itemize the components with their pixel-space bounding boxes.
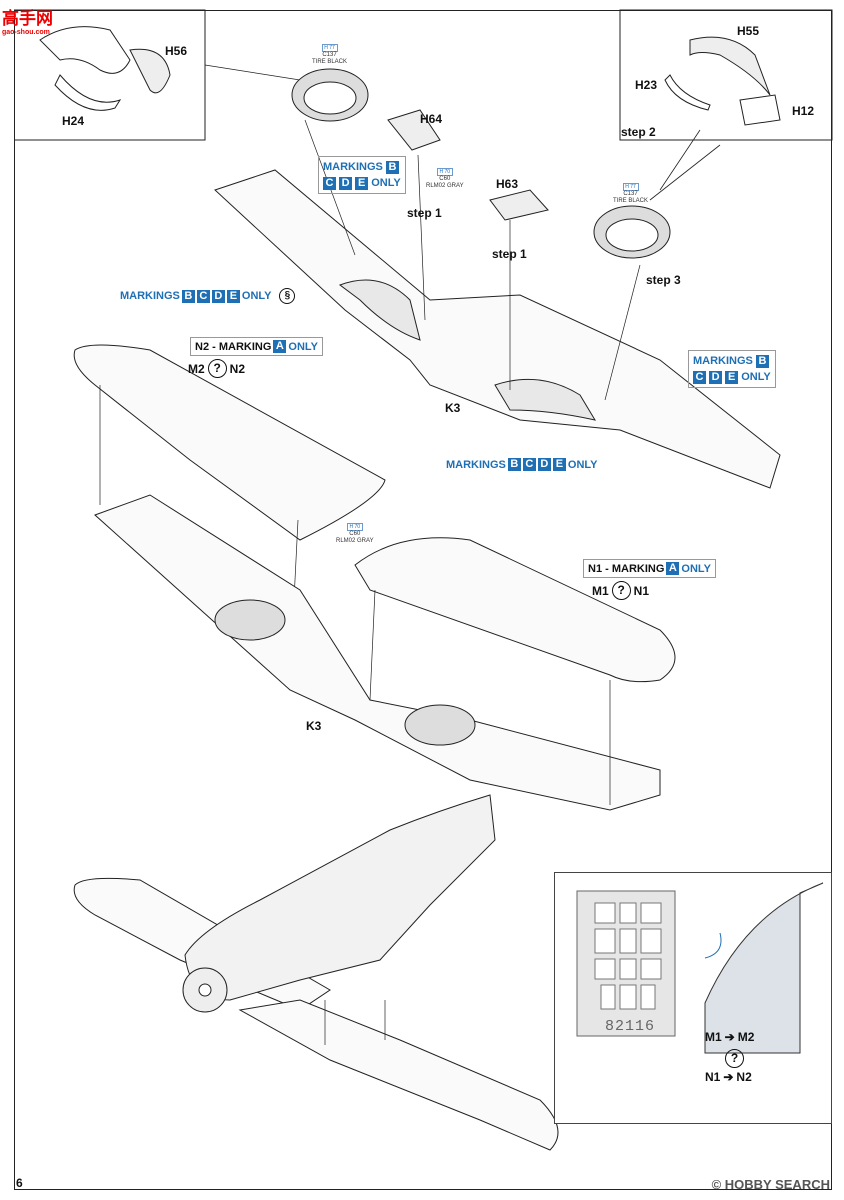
option-m1-m2: M1➔M2 (705, 1030, 755, 1044)
part-h55 (689, 36, 771, 96)
part-h23 (664, 74, 711, 111)
page-frame (14, 10, 832, 1190)
part-h56b (129, 48, 171, 94)
photoetch-inset (554, 872, 832, 1124)
markings-bcde-right: MARKINGS B C D E ONLY (688, 350, 776, 388)
part-h63 (489, 189, 549, 221)
part-h64 (387, 109, 441, 151)
photoetch-drawing (576, 882, 824, 1054)
label-h64: H64 (420, 112, 443, 126)
inset-box-top-right (619, 9, 833, 141)
label-h63: H63 (496, 177, 519, 191)
option-m2-n2: M2?N2 (188, 359, 245, 378)
paint-tire-black-right: H 77 C137 TIRE BLACK (613, 183, 649, 204)
paint-rlm02-mid: H 70 C60 RLM02 GRAY (336, 523, 374, 544)
part-h56 (39, 26, 131, 74)
watermark: © HOBBY SEARCH (711, 1177, 830, 1192)
page-number: 6 (16, 1176, 23, 1190)
option-n1-n2: N1➔N2 (705, 1070, 752, 1084)
label-step3: step 3 (646, 273, 681, 287)
markings-bcde-left: MARKINGS B C D E ONLY § (120, 288, 296, 304)
label-k3-bottom: K3 (306, 719, 322, 733)
inset-box-top-left (14, 9, 206, 141)
part-h24 (54, 74, 122, 111)
marking-n1-a: N1 - MARKING A ONLY (583, 559, 716, 578)
site-logo: 高手网 gao-shou.com (2, 9, 53, 36)
aircraft-wing-lower (238, 999, 559, 1151)
label-step2: step 2 (621, 125, 656, 139)
paint-tire-black-top: H 77 C137 TIRE BLACK (312, 44, 348, 65)
option-question: ? (725, 1049, 744, 1068)
lower-wing-middle (94, 494, 661, 811)
upper-wing-left (73, 344, 386, 541)
photoetch-number: 82116 (605, 1018, 656, 1035)
markings-bcde-bottom: MARKINGS B C D E ONLY (446, 458, 598, 471)
aircraft-fuselage (184, 794, 496, 1001)
label-h55: H55 (737, 24, 760, 38)
option-m1-n1: M1?N1 (592, 581, 649, 600)
label-h56: H56 (165, 44, 188, 58)
lower-wing-top (214, 169, 781, 489)
paint-rlm02-top: H 70 C60 RLM02 GRAY (426, 168, 464, 189)
label-h12: H12 (792, 104, 815, 118)
part-h12 (739, 94, 781, 126)
label-step1-b: step 1 (492, 247, 527, 261)
label-k3-top: K3 (445, 401, 461, 415)
label-h23: H23 (635, 78, 658, 92)
upper-wing-right (354, 537, 676, 683)
markings-bcde-top: MARKINGS B C D E ONLY (318, 156, 406, 194)
marking-n2-a: N2 - MARKING A ONLY (190, 337, 323, 356)
label-step1-a: step 1 (407, 206, 442, 220)
label-h24: H24 (62, 114, 85, 128)
